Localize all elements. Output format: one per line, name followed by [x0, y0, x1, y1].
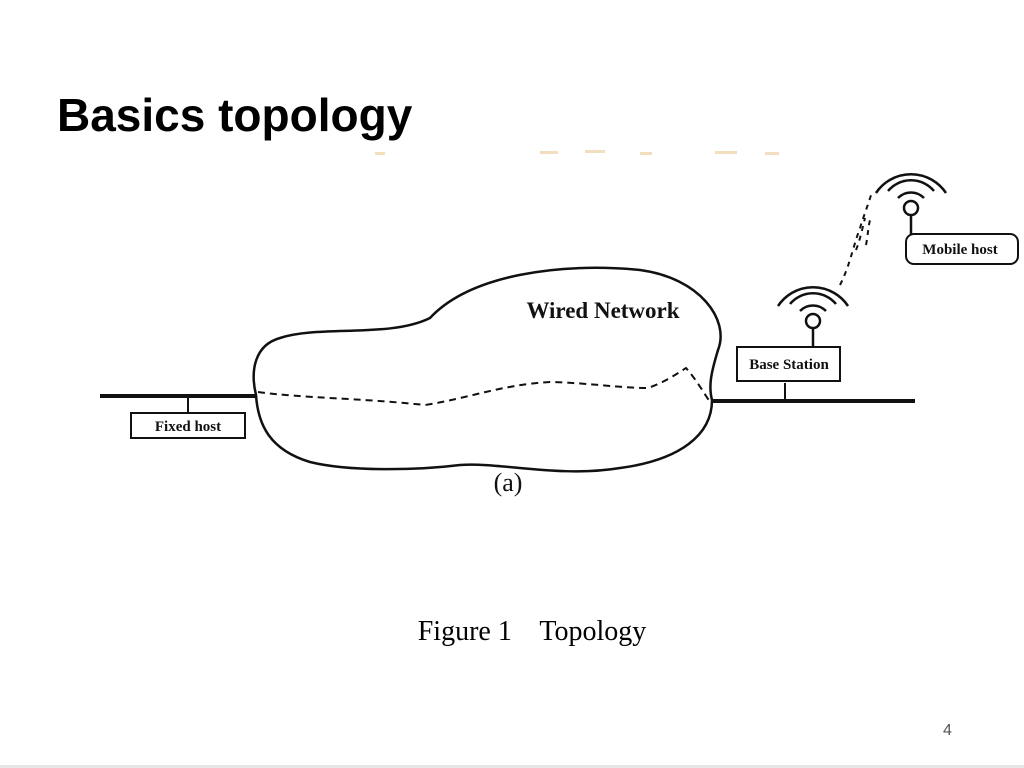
- figure-sub-label: (a): [494, 468, 523, 497]
- page-number: 4: [943, 722, 952, 739]
- wired-network-cloud: [252, 266, 722, 473]
- scan-artifacts: [375, 150, 779, 155]
- mobile-host-label: Mobile host: [922, 242, 997, 258]
- bottom-divider: [0, 765, 1024, 768]
- mobile-host-antenna-icon: [874, 172, 948, 235]
- fixed-host-box: [130, 412, 246, 439]
- base-station-box: [736, 346, 841, 382]
- base-station-label: Base Station: [749, 357, 829, 373]
- fixed-host-label: Fixed host: [155, 419, 221, 435]
- base-station-antenna-icon: [776, 285, 850, 347]
- figure-caption: Figure 1 Topology: [417, 616, 647, 647]
- mobile-host-box: [905, 233, 1019, 265]
- dashed-route: [257, 366, 711, 407]
- wireless-link: [839, 191, 873, 286]
- wired-network-label: Wired Network: [526, 298, 679, 323]
- slide-title: Basics topology: [57, 89, 413, 141]
